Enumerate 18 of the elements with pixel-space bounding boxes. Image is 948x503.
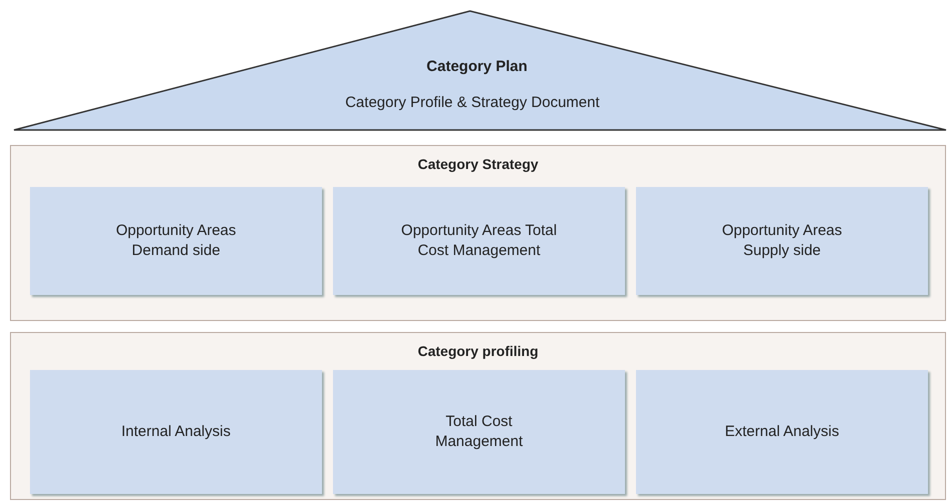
box-label: Opportunity Areas Total Cost Management (400, 221, 558, 261)
section-heading: Category Strategy (416, 156, 540, 172)
content-box (636, 187, 928, 295)
box-label: Total Cost Management (434, 412, 524, 452)
section-heading: Category profiling (416, 343, 540, 359)
section-panel (10, 145, 946, 321)
roof-title: Category Plan (426, 58, 528, 75)
content-box (30, 187, 322, 295)
box-label: Internal Analysis (121, 422, 231, 442)
content-box (636, 370, 928, 494)
box-label: Opportunity Areas Supply side (720, 221, 844, 261)
section-panel (10, 332, 946, 500)
content-box (30, 370, 322, 494)
content-box (333, 187, 625, 295)
box-label: Opportunity Areas Demand side (114, 221, 238, 261)
roof-subtitle: Category Profile & Strategy Document (345, 94, 600, 111)
content-box (333, 370, 625, 494)
box-label: External Analysis (724, 422, 840, 442)
